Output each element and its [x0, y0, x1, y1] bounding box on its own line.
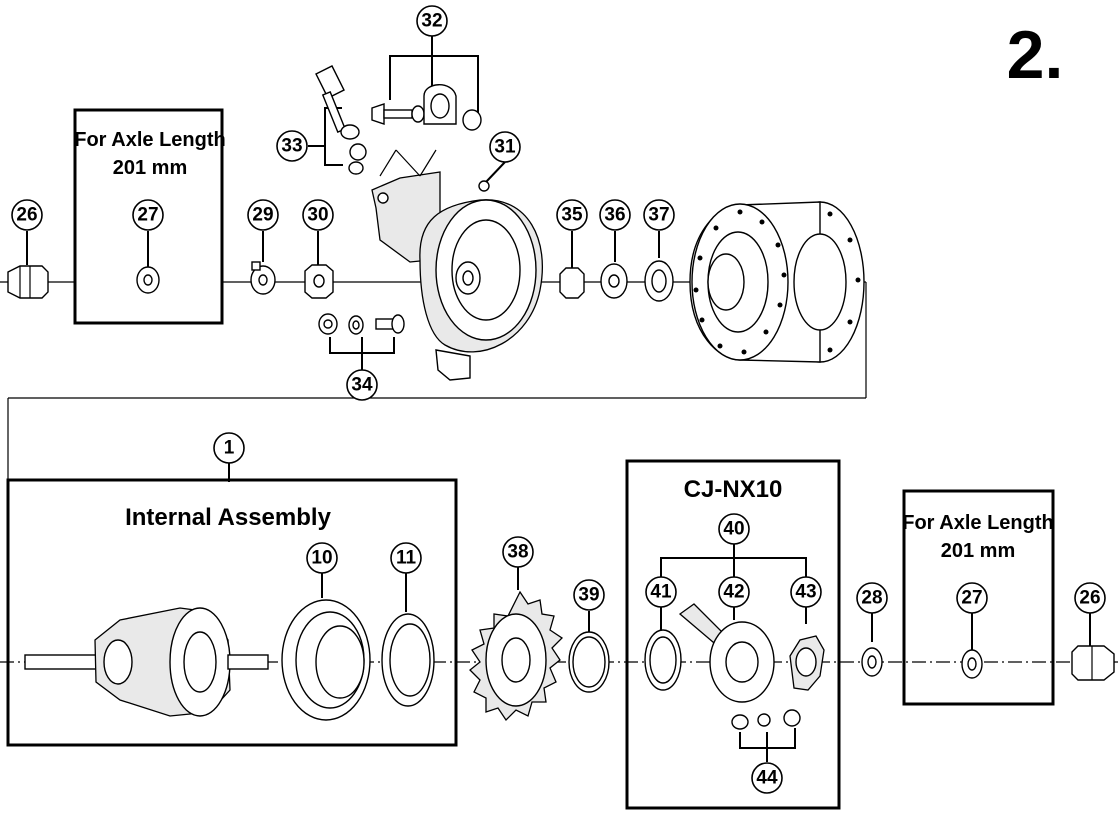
cone-nut-icon-26-left [7, 265, 49, 299]
screw-set-icon-44 [731, 709, 801, 730]
svg-text:43: 43 [795, 582, 816, 603]
callout-30: 30 [302, 199, 334, 231]
axle-length-left-line1: For Axle Length [74, 129, 225, 151]
svg-text:38: 38 [507, 542, 528, 563]
callout-28: 28 [856, 582, 888, 614]
nut-icon-30 [304, 264, 334, 299]
svg-text:42: 42 [723, 582, 744, 603]
hub-shell-icon [689, 201, 865, 363]
page-number: 2. [1007, 17, 1064, 93]
callout-39: 39 [573, 579, 605, 611]
svg-text:32: 32 [421, 11, 442, 32]
callout-33: 33 [276, 130, 308, 162]
svg-text:28: 28 [861, 588, 882, 609]
callout-41: 41 [645, 576, 677, 608]
fixing-bolt-icon-33 [315, 65, 367, 175]
callout-38: 38 [502, 536, 534, 568]
svg-text:35: 35 [561, 205, 583, 226]
axle-length-left-line2: 201 mm [113, 157, 188, 179]
svg-text:34: 34 [351, 375, 373, 396]
cassette-pulley-icon-42 [678, 603, 775, 703]
snap-ring-icon-39 [568, 631, 610, 693]
callout-40: 40 [718, 513, 750, 545]
washer-icon-27-right [961, 649, 983, 679]
clamp-bolt-icon-32 [371, 84, 482, 131]
callout-29: 29 [247, 199, 279, 231]
callout-10: 10 [306, 542, 338, 574]
lock-washer-icon-29 [250, 261, 276, 295]
svg-text:26: 26 [16, 205, 37, 226]
callout-43: 43 [790, 576, 822, 608]
svg-text:41: 41 [650, 582, 672, 603]
callout-42: 42 [718, 576, 750, 608]
callout-26-left: 26 [11, 199, 43, 231]
svg-text:11: 11 [396, 548, 417, 569]
callout-11: 11 [390, 542, 422, 574]
axle-length-box-right [902, 489, 1055, 706]
cj-nx10-box [625, 459, 841, 810]
internal-assembly-label: Internal Assembly [125, 504, 332, 531]
svg-text:27: 27 [137, 205, 158, 226]
svg-text:40: 40 [723, 519, 744, 540]
svg-text:31: 31 [494, 137, 516, 158]
seal-ring-icon-41 [644, 629, 682, 691]
callout-31: 31 [489, 131, 521, 163]
svg-text:10: 10 [311, 548, 332, 569]
callout-27-right: 27 [956, 582, 988, 614]
nut-icon-34-set [318, 313, 405, 335]
protector-icon-43 [789, 635, 825, 691]
svg-text:44: 44 [756, 768, 778, 789]
ball-cup-icon-10 [281, 599, 371, 721]
svg-text:37: 37 [648, 205, 669, 226]
dust-cap-icon-11 [381, 613, 435, 707]
svg-text:33: 33 [281, 136, 302, 157]
svg-text:30: 30 [307, 205, 328, 226]
callout-1: 1 [213, 432, 245, 464]
svg-text:29: 29 [252, 205, 273, 226]
nut-icon-35 [559, 267, 585, 299]
callout-27-left: 27 [132, 199, 164, 231]
callout-44: 44 [751, 762, 783, 794]
callout-36: 36 [599, 199, 631, 231]
cassette-joint-icon-31 [419, 180, 544, 381]
internal-assembly-box [6, 478, 458, 747]
callout-35: 35 [556, 199, 588, 231]
svg-text:1: 1 [224, 438, 235, 459]
axle-length-right-line1: For Axle Length [902, 512, 1053, 534]
svg-text:27: 27 [961, 588, 982, 609]
callout-34: 34 [346, 369, 378, 401]
callout-32: 32 [416, 5, 448, 37]
cone-nut-icon-26-right [1071, 645, 1115, 681]
svg-text:36: 36 [604, 205, 625, 226]
axle-length-box-left [73, 108, 224, 325]
cj-nx10-label: CJ-NX10 [684, 476, 783, 503]
washer-icon-36 [600, 263, 628, 299]
callout-37: 37 [643, 199, 675, 231]
internal-assembly-icon [24, 607, 269, 717]
washer-icon-27-left [136, 266, 160, 294]
sprocket-icon-38 [469, 590, 564, 722]
callout-26-right: 26 [1074, 582, 1106, 614]
leader-lines [26, 36, 1091, 762]
axle-length-right-line2: 201 mm [941, 540, 1016, 562]
lock-washer-icon-37 [644, 260, 674, 302]
svg-text:39: 39 [578, 585, 599, 606]
lock-washer-icon-28 [861, 647, 883, 677]
svg-text:26: 26 [1079, 588, 1100, 609]
